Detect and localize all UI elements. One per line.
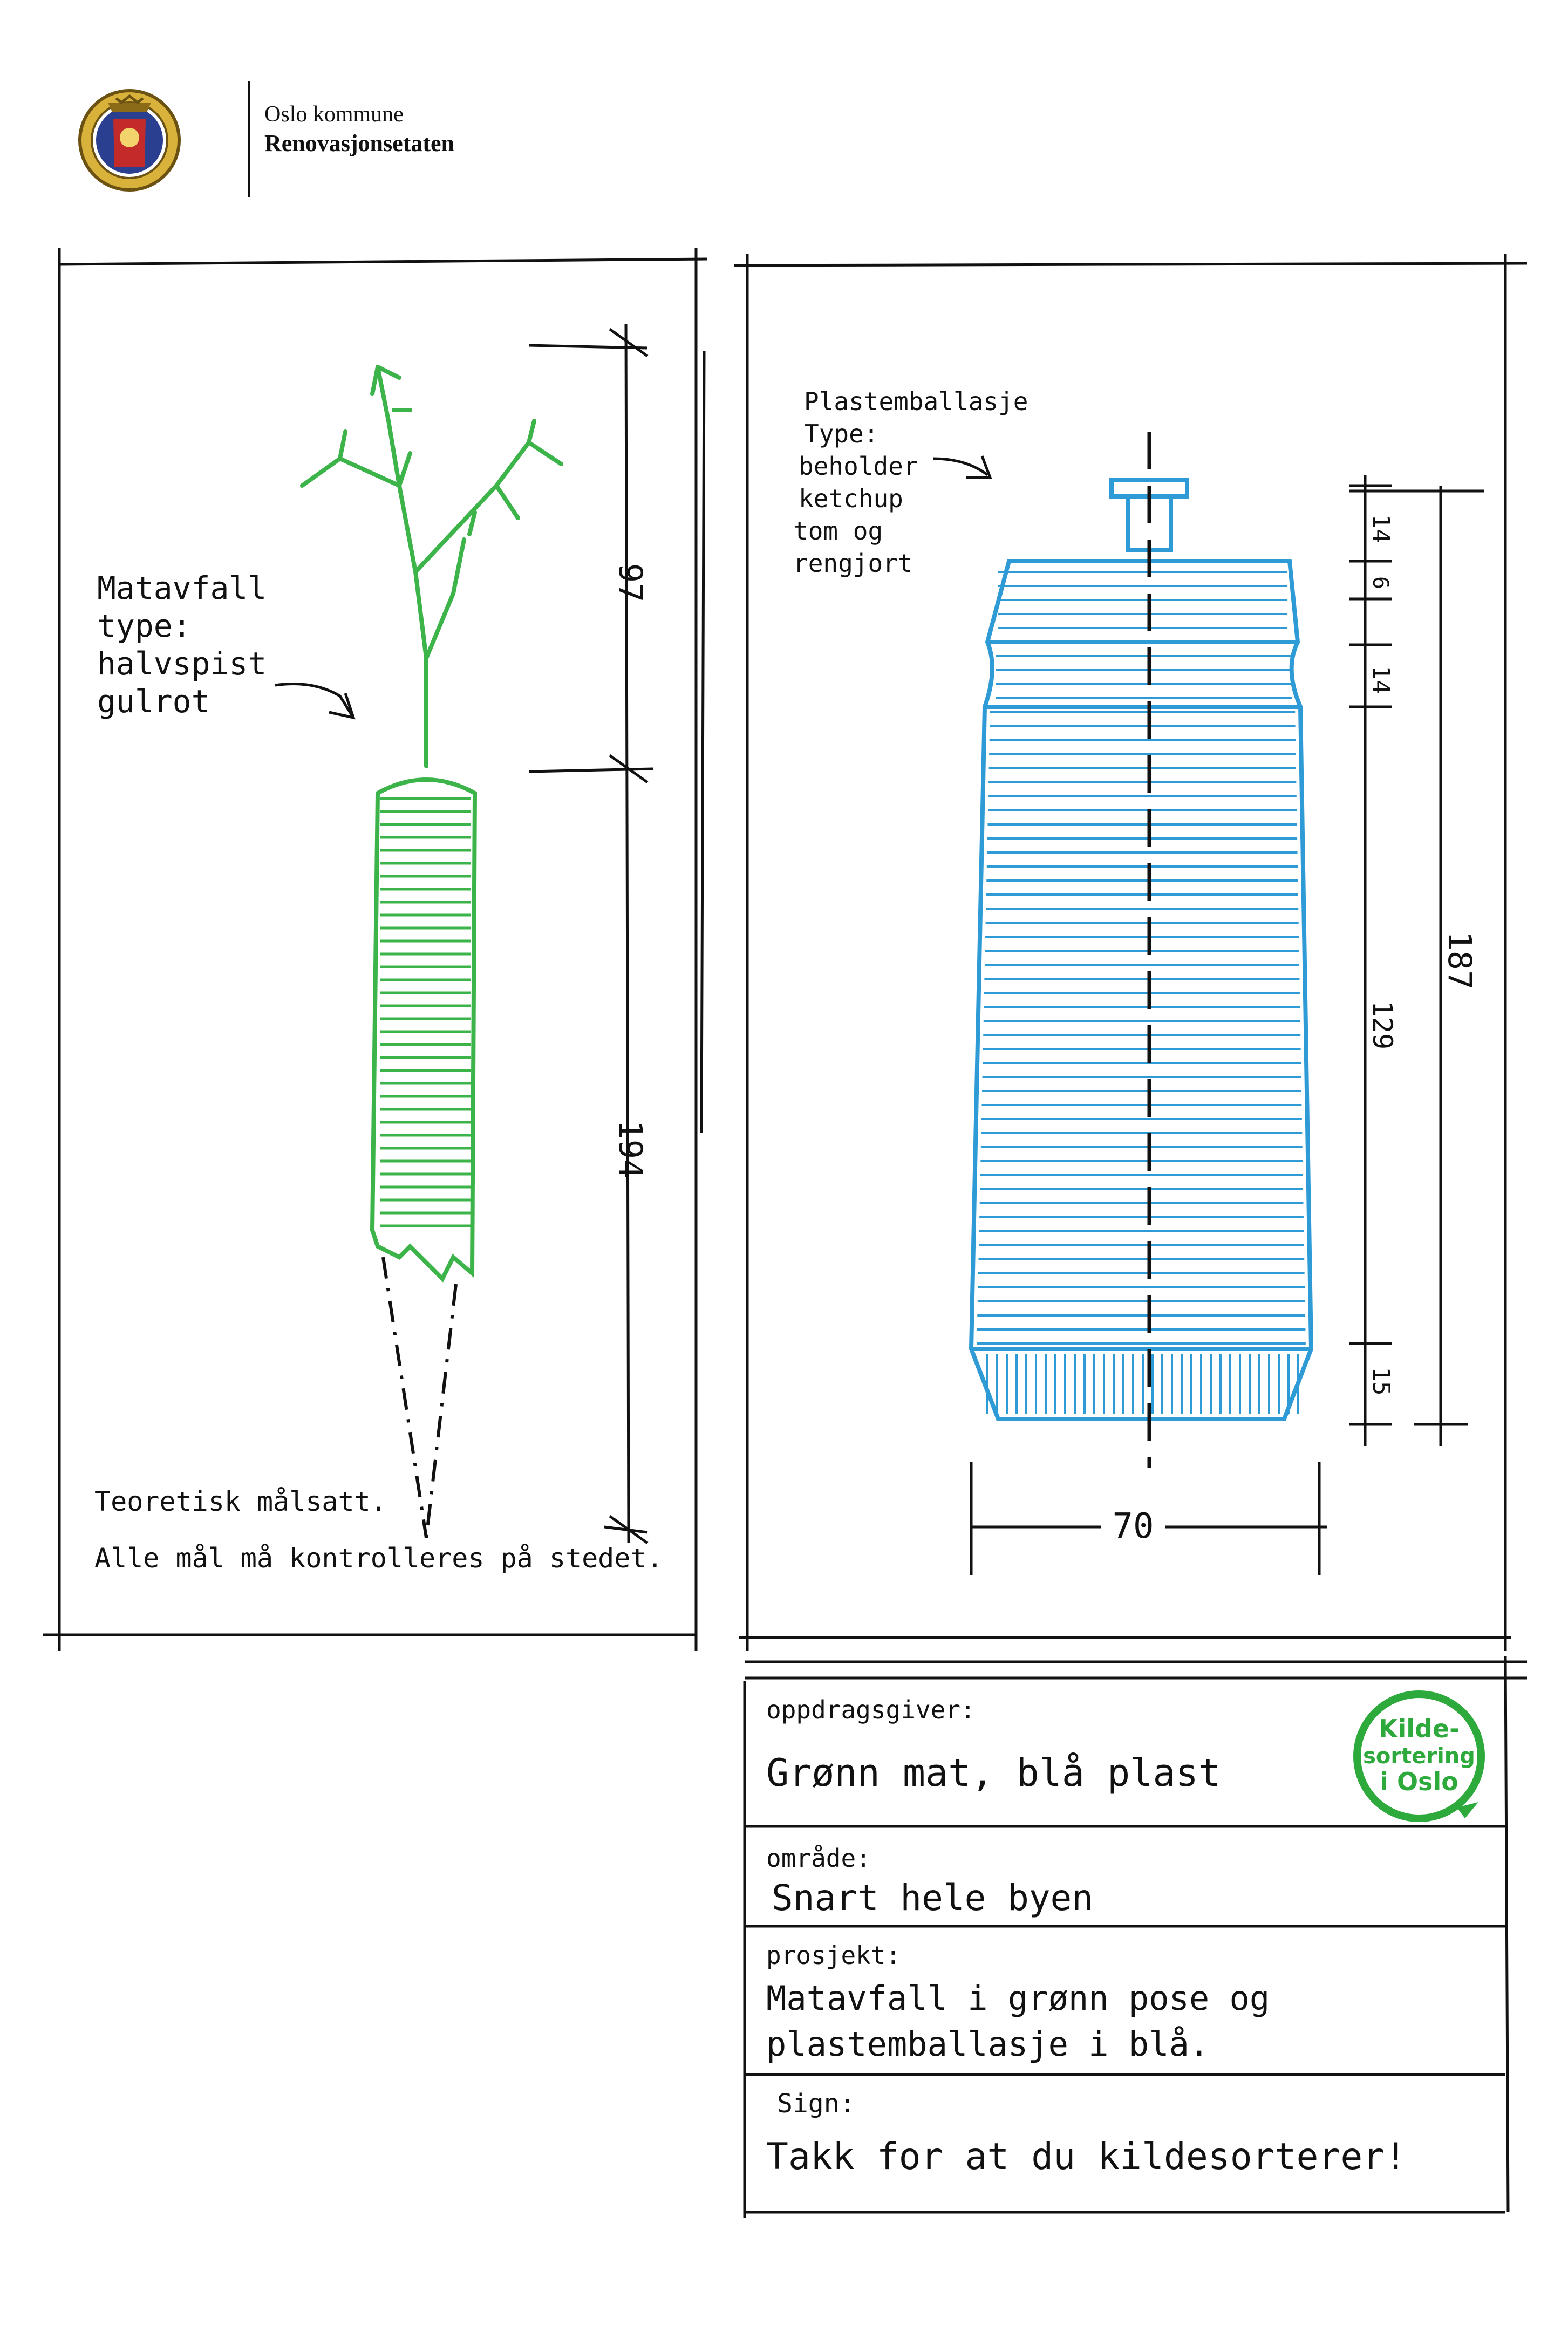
logo-line-3: i Oslo: [1380, 1767, 1458, 1796]
left-dimension-line: [528, 323, 653, 1545]
header: Oslo kommune Renovasjonsetaten: [70, 76, 610, 205]
dim-label-97: 97: [611, 563, 649, 602]
annotation-line: gulrot: [97, 683, 210, 720]
area-value: Snart hele byen: [772, 1877, 1093, 1919]
oslo-city-seal-icon: [78, 89, 181, 192]
project-value-line1: Matavfall i grønn pose og: [766, 1979, 1270, 2018]
bottle-annotation: Plastemballasje Type: beholder ketchup t…: [793, 387, 1028, 578]
client-value: Grønn mat, blå plast: [766, 1751, 1221, 1795]
annotation-line: halvspist: [97, 645, 267, 682]
carrot-annotation: Matavfall type: halvspist gulrot: [97, 570, 267, 720]
carrot-missing-tip: [381, 1257, 458, 1538]
dim-label-14b: 14: [1367, 666, 1395, 694]
annotation-line: ketchup: [799, 484, 903, 513]
annotation-line: type:: [97, 608, 192, 644]
arrow-icon: [275, 683, 356, 720]
project-label: prosjekt:: [766, 1941, 901, 1970]
kildesortering-logo-icon: Kilde- sortering i Oslo: [1353, 1690, 1485, 1822]
sign-value: Takk for at du kildesorterer!: [766, 2136, 1407, 2178]
note-line-2: Alle mål må kontrolleres på stedet.: [94, 1543, 663, 1574]
dim-label-129: 129: [1367, 1001, 1398, 1049]
bottle-hatching: [977, 571, 1306, 1414]
left-panel-frame: [43, 248, 707, 1651]
dim-label-6: 6: [1368, 576, 1393, 589]
carrot-drawing: [300, 365, 563, 768]
annotation-line: rengjort: [793, 549, 913, 578]
annotation-line: beholder: [799, 452, 918, 481]
annotation-line: Matavfall: [97, 570, 267, 606]
logo-line-1: Kilde-: [1379, 1714, 1460, 1743]
dim-label-backdrop: [1101, 1511, 1165, 1543]
carrot-hatching: [380, 797, 471, 1227]
dim-label-15: 15: [1367, 1367, 1395, 1396]
logo-line-2: sortering: [1363, 1744, 1475, 1769]
carrot-body: [370, 777, 478, 1283]
area-label: område:: [766, 1844, 871, 1873]
note-line-1: Teoretisk målsatt.: [94, 1486, 387, 1517]
project-value-line2: plastemballasje i blå.: [766, 2024, 1209, 2064]
arrow-icon: [933, 455, 992, 479]
header-divider: [248, 81, 250, 197]
org-department: Renovasjonsetaten: [264, 130, 454, 156]
sign-label: Sign:: [777, 2089, 855, 2119]
dim-label-187: 187: [1441, 931, 1478, 990]
annotation-line: Plastemballasje: [804, 387, 1028, 416]
dim-label-14a: 14: [1367, 515, 1395, 543]
dim-label-70: 70: [1112, 1506, 1154, 1546]
annotation-line: tom og: [793, 516, 883, 545]
title-block-frame: [743, 1656, 1527, 2218]
dim-label-194: 194: [611, 1120, 649, 1178]
org-name: Oslo kommune: [264, 102, 404, 127]
right-panel-frame: [733, 254, 1528, 1651]
client-label: oppdragsgiver:: [766, 1695, 976, 1724]
annotation-line: Type:: [804, 419, 878, 448]
